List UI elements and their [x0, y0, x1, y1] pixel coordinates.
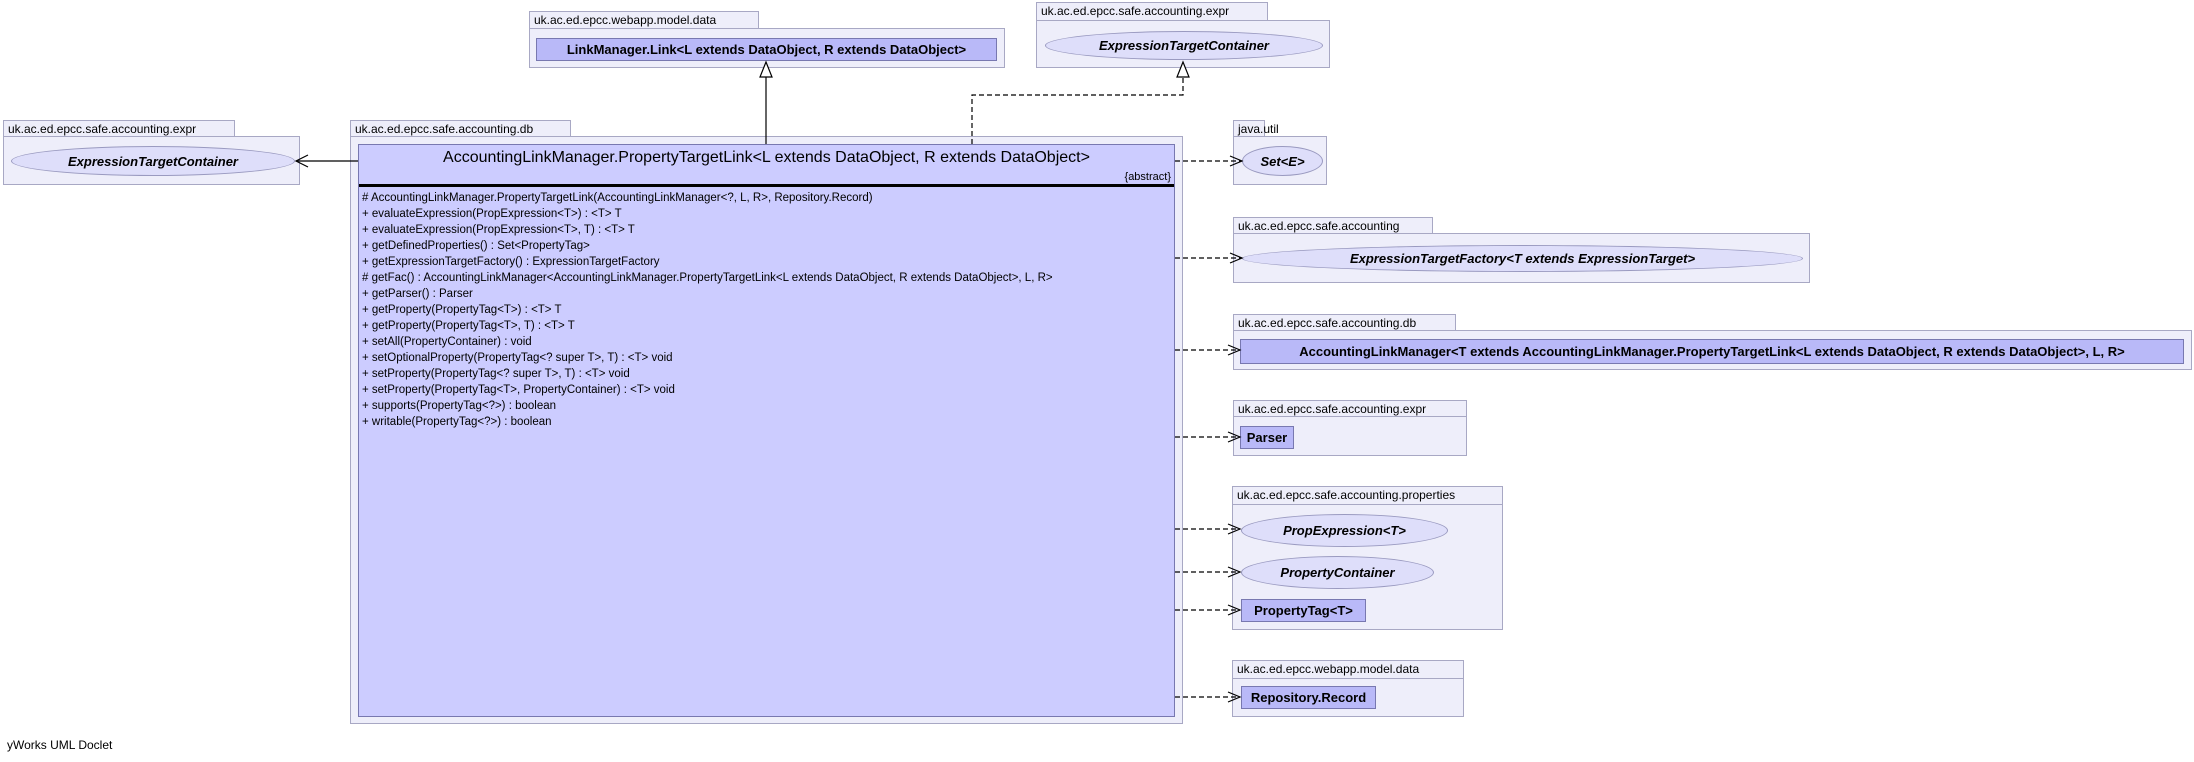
package-tab: uk.ac.ed.epcc.safe.accounting.expr	[1036, 2, 1268, 20]
member: # AccountingLinkManager.PropertyTargetLi…	[362, 192, 873, 204]
open-arrow-icon	[1229, 252, 1244, 264]
package-tab: uk.ac.ed.epcc.safe.accounting.db	[1233, 314, 1456, 330]
package-tab: uk.ac.ed.epcc.webapp.model.data	[529, 11, 759, 28]
realization-edge	[971, 77, 1184, 144]
interface-set[interactable]: Set<E>	[1242, 146, 1323, 176]
package-expr-top: ExpressionTargetContainer	[1036, 20, 1330, 68]
package-tab: uk.ac.ed.epcc.safe.accounting.expr	[3, 120, 235, 136]
open-arrow-icon	[1227, 523, 1242, 535]
member: + supports(PropertyTag<?>) : boolean	[362, 400, 557, 412]
hollow-triangle-icon	[1176, 60, 1190, 78]
package-tab: uk.ac.ed.epcc.webapp.model.data	[1232, 660, 1464, 678]
package-db: AccountingLinkManager<T extends Accounti…	[1233, 330, 2192, 370]
member-list: # AccountingLinkManager.PropertyTargetLi…	[359, 187, 1174, 430]
open-arrow-icon	[1227, 691, 1242, 703]
open-arrow-icon	[294, 154, 309, 168]
package-expr-parser: Parser	[1233, 416, 1467, 456]
open-arrow-icon	[1227, 344, 1242, 356]
class-accounting-link-manager[interactable]: AccountingLinkManager<T extends Accounti…	[1240, 339, 2184, 364]
package-tab: uk.ac.ed.epcc.safe.accounting.properties	[1232, 486, 1503, 504]
member: + getProperty(PropertyTag<T>) : <T> T	[362, 304, 562, 316]
member: + evaluateExpression(PropExpression<T>, …	[362, 224, 635, 236]
package-tab: uk.ac.ed.epcc.safe.accounting.expr	[1233, 400, 1467, 416]
package-tab: uk.ac.ed.epcc.safe.accounting	[1233, 217, 1433, 233]
package-model-data-bottom: Repository.Record	[1232, 678, 1464, 717]
class-repository-record[interactable]: Repository.Record	[1241, 686, 1376, 709]
class-property-target-link[interactable]: AccountingLinkManager.PropertyTargetLink…	[358, 144, 1175, 717]
member: + setProperty(PropertyTag<? super T>, T)…	[362, 368, 630, 380]
interface-expression-target-factory[interactable]: ExpressionTargetFactory<T extends Expres…	[1242, 245, 1803, 272]
member: + getParser() : Parser	[362, 288, 473, 300]
class-property-tag[interactable]: PropertyTag<T>	[1241, 599, 1366, 622]
class-parser[interactable]: Parser	[1240, 426, 1294, 449]
class-title: AccountingLinkManager.PropertyTargetLink…	[443, 149, 1090, 166]
member: + getDefinedProperties() : Set<PropertyT…	[362, 240, 590, 252]
member: # getFac() : AccountingLinkManager<Accou…	[362, 272, 1053, 284]
hollow-triangle-icon	[759, 60, 773, 78]
open-arrow-icon	[1227, 604, 1242, 616]
package-tab: java.util	[1233, 120, 1279, 136]
interface-prop-expression[interactable]: PropExpression<T>	[1241, 514, 1448, 547]
interface-expression-target-container[interactable]: ExpressionTargetContainer	[1045, 31, 1323, 60]
open-arrow-icon	[1229, 155, 1244, 167]
class-header: AccountingLinkManager.PropertyTargetLink…	[359, 145, 1174, 187]
package-accounting: ExpressionTargetFactory<T extends Expres…	[1233, 233, 1810, 283]
class-linkmanager-link[interactable]: LinkManager.Link<L extends DataObject, R…	[536, 38, 997, 61]
package-java-util: Set<E>	[1233, 136, 1327, 185]
package-expr-left: ExpressionTargetContainer	[3, 136, 300, 185]
interface-expression-target-container[interactable]: ExpressionTargetContainer	[11, 146, 295, 176]
class-stereotype: {abstract}	[1124, 171, 1171, 183]
member: + getProperty(PropertyTag<T>, T) : <T> T	[362, 320, 575, 332]
member: + setAll(PropertyContainer) : void	[362, 336, 532, 348]
member: + getExpressionTargetFactory() : Express…	[362, 256, 660, 268]
open-arrow-icon	[1227, 566, 1242, 578]
member: + setOptionalProperty(PropertyTag<? supe…	[362, 352, 673, 364]
member: + setProperty(PropertyTag<T>, PropertyCo…	[362, 384, 675, 396]
member: + writable(PropertyTag<?>) : boolean	[362, 416, 552, 428]
interface-property-container[interactable]: PropertyContainer	[1241, 556, 1434, 589]
member: + evaluateExpression(PropExpression<T>) …	[362, 208, 622, 220]
package-model-data-top: LinkManager.Link<L extends DataObject, R…	[529, 28, 1005, 68]
package-properties: PropExpression<T> PropertyContainer Prop…	[1232, 504, 1503, 630]
open-arrow-icon	[1227, 431, 1242, 443]
package-tab: uk.ac.ed.epcc.safe.accounting.db	[350, 120, 571, 136]
footer-label: yWorks UML Doclet	[7, 738, 113, 752]
